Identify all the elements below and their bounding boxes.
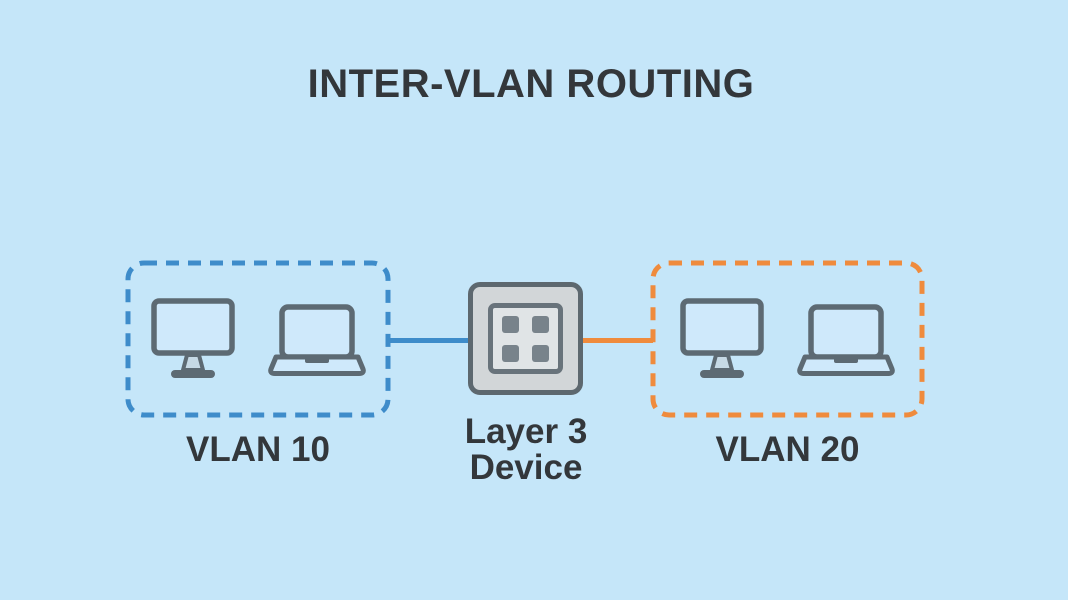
desktop-monitor-icon: [150, 298, 235, 378]
layer3-switch-icon: [468, 282, 583, 395]
router-to-vlan20-link: [582, 338, 653, 343]
layer3-device-label-line1: Layer 3: [464, 412, 588, 451]
vlan10-to-router-link: [388, 338, 469, 343]
vlan10-group: [125, 260, 391, 418]
laptop-icon: [267, 304, 366, 376]
port-square: [502, 315, 519, 333]
layer3-switch-port-panel: [488, 303, 563, 374]
layer3-device-label-line2: Device: [469, 448, 583, 487]
port-square: [532, 344, 549, 362]
diagram-title: INTER-VLAN ROUTING: [307, 62, 755, 106]
port-square: [532, 315, 549, 333]
vlan20-label: VLAN 20: [715, 430, 860, 469]
desktop-monitor-icon: [680, 298, 764, 378]
laptop-icon: [797, 304, 895, 376]
vlan10-label: VLAN 10: [186, 430, 330, 469]
port-square: [502, 344, 519, 362]
layer3-device-label: Layer 3 Device: [426, 414, 626, 486]
vlan20-group: [650, 260, 925, 418]
